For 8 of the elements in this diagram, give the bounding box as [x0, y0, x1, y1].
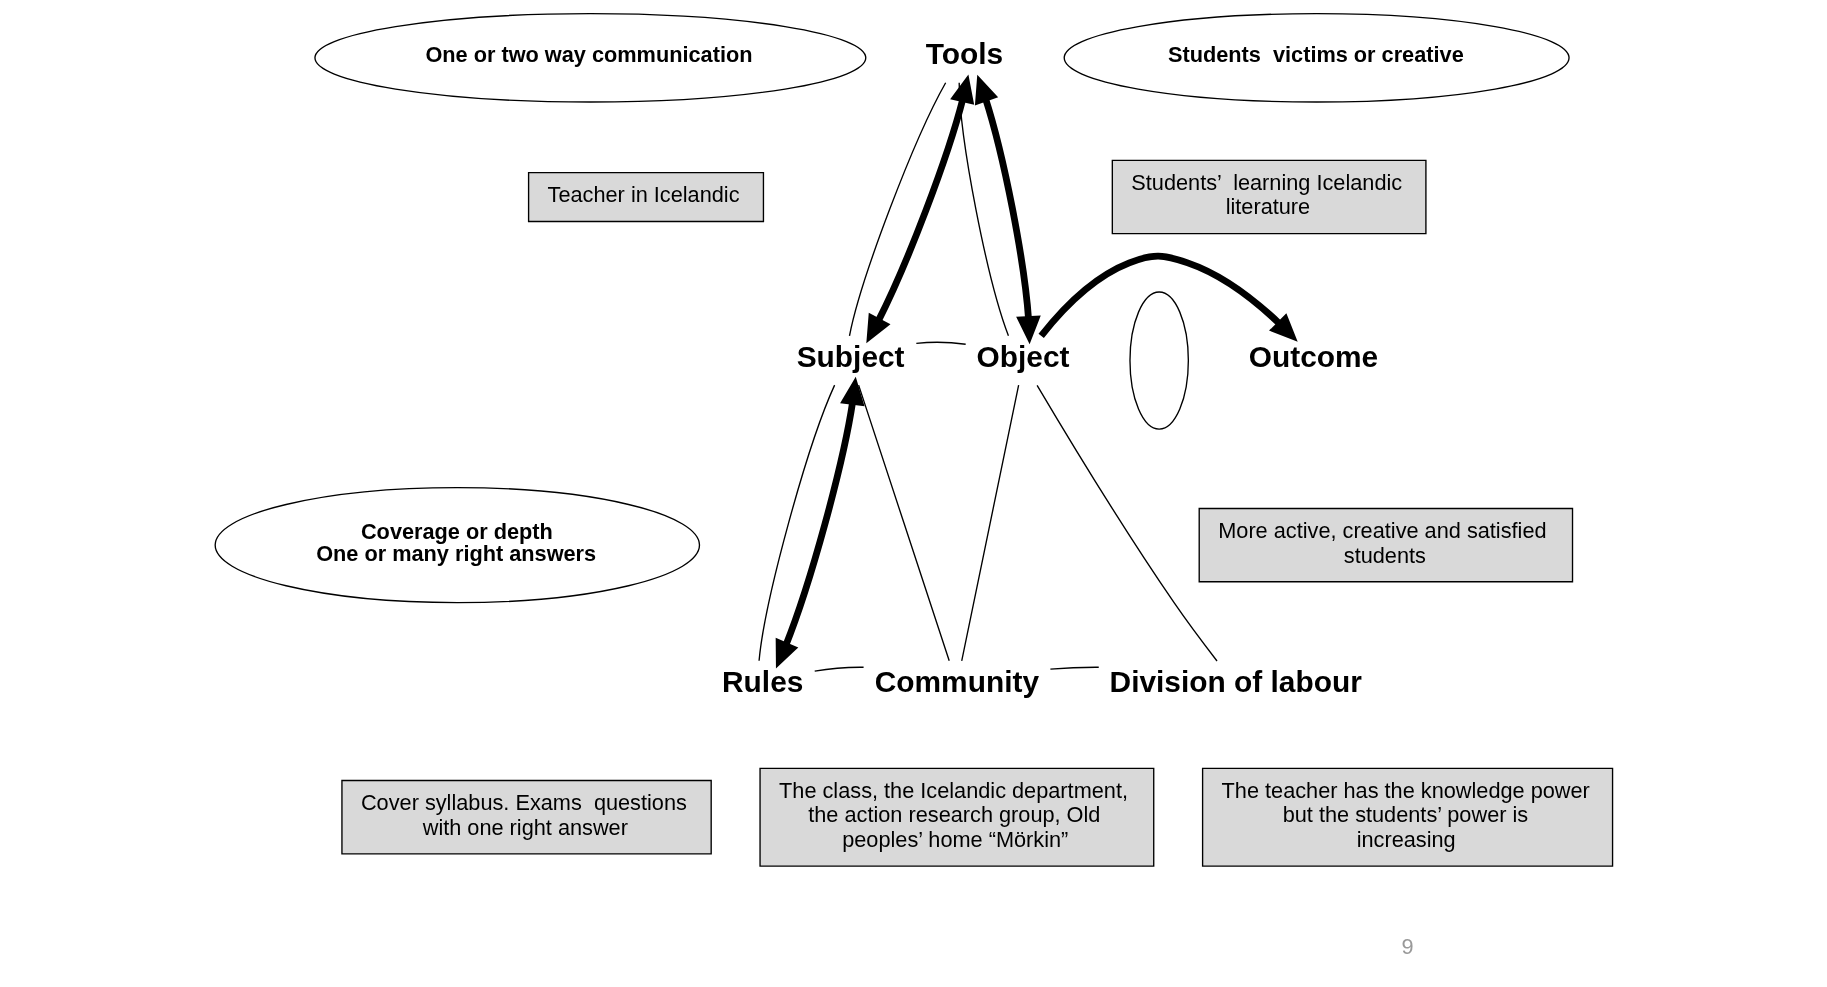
node-text: Tools: [925, 37, 1003, 71]
node-text: Community: [874, 664, 1039, 698]
node-text: Subject: [796, 339, 905, 373]
node-text: Division of labour: [1109, 664, 1362, 698]
node-text: Object: [976, 339, 1069, 373]
node-text: Outcome: [1248, 339, 1378, 373]
node-text: Rules: [721, 664, 803, 698]
label: 9: [1401, 934, 1414, 960]
